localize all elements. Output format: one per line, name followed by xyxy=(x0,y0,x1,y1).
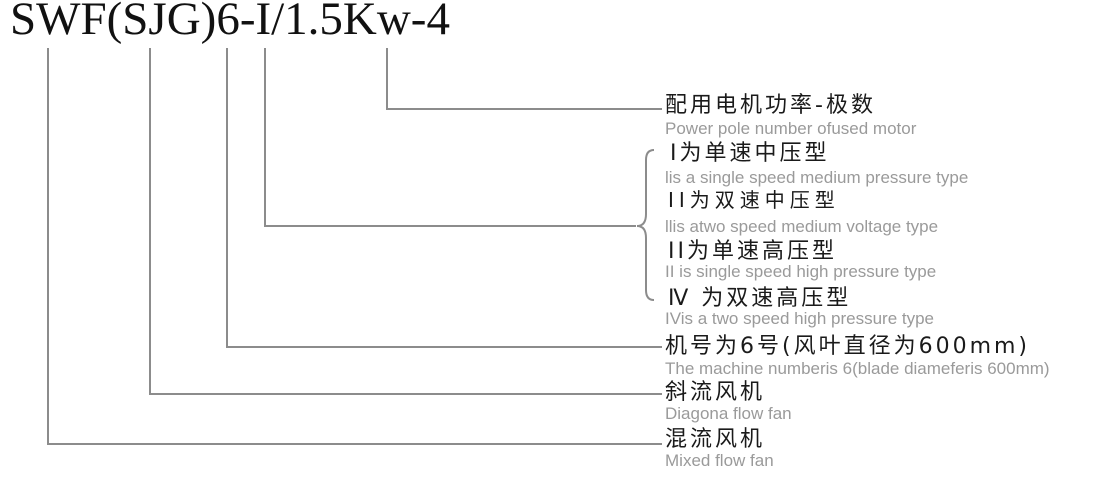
mixed-fan-cn: 混流风机 xyxy=(665,427,766,452)
motor-label-en: Power pole number ofused motor xyxy=(665,119,917,138)
motor-label-cn: 配用电机功率-极数 xyxy=(665,93,876,118)
pressure-type-4-cn: Ⅳ 为双速高压型 xyxy=(668,286,852,311)
connector-machine-number xyxy=(226,48,662,348)
connector-mixed-fan xyxy=(47,48,662,445)
diagonal-fan-en: Diagona flow fan xyxy=(665,404,792,423)
pressure-type-2-cn: II为双速中压型 xyxy=(668,188,840,212)
machine-number-cn: 机号为6号(风叶直径为600mm) xyxy=(665,334,1031,359)
diagonal-fan-cn: 斜流风机 xyxy=(665,380,766,405)
pressure-type-4-en: IVis a two speed high pressure type xyxy=(665,309,935,328)
pressure-type-3-en: II is single speed high pressure type xyxy=(665,262,937,281)
model-code-title: SWF(SJG)6-I/1.5Kw-4 xyxy=(10,0,450,45)
pressure-type-1-en: lis a single speed medium pressure type xyxy=(665,168,969,187)
pressure-type-1-cn: I为单速中压型 xyxy=(670,141,830,166)
pressure-type-2-en: llis atwo speed medium voltage type xyxy=(665,217,939,236)
connector-diagonal-fan xyxy=(149,48,662,395)
machine-number-en: The machine numberis 6(blade diameferis … xyxy=(665,359,1050,378)
connector-motor xyxy=(386,48,662,110)
pressure-type-3-cn: II为单速高压型 xyxy=(668,239,837,264)
pressure-type-brace xyxy=(636,149,655,301)
connector-pressure-type xyxy=(264,48,636,227)
mixed-fan-en: Mixed flow fan xyxy=(665,451,774,470)
